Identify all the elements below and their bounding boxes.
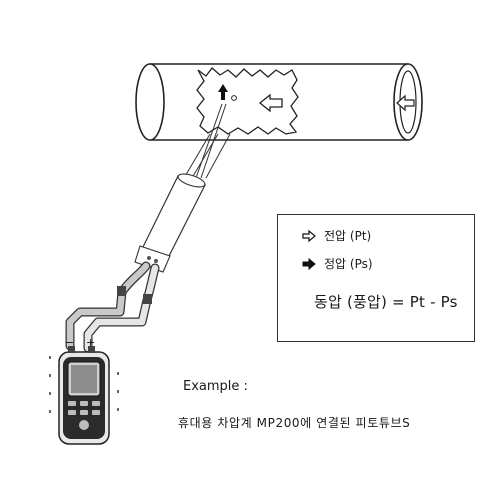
- port-plus-label: +: [86, 336, 95, 349]
- dynamic-pressure-formula: 동압 (풍압) = Pt - Ps: [314, 293, 458, 311]
- handheld-meter: [58, 346, 110, 445]
- hoses: [65, 261, 160, 353]
- pitot-body: [134, 173, 206, 273]
- flow-arrow-end-icon: [396, 94, 415, 112]
- pitot-stem: [183, 103, 231, 179]
- legend-total-pressure: 전압 (Pt): [302, 227, 371, 244]
- port-minus-label: −: [65, 336, 74, 349]
- example-label: Example :: [183, 379, 248, 394]
- duct-cutaway: [196, 67, 299, 135]
- example-caption: 휴대용 차압계 MP200에 연결된 피토튜브S: [178, 416, 411, 430]
- pitot-tip: [218, 84, 237, 101]
- flow-arrow-icon: [258, 93, 283, 113]
- solid-arrow-icon: [302, 257, 316, 270]
- meter-side-marks: [49, 356, 119, 413]
- hollow-arrow-icon: [302, 229, 316, 242]
- pressure-legend: 전압 (Pt) 정압 (Ps) 동압 (풍압) = Pt - Ps: [277, 214, 475, 342]
- static-pressure-label: 정압 (Ps): [324, 257, 373, 271]
- legend-static-pressure: 정압 (Ps): [302, 255, 373, 272]
- total-pressure-label: 전압 (Pt): [324, 229, 372, 243]
